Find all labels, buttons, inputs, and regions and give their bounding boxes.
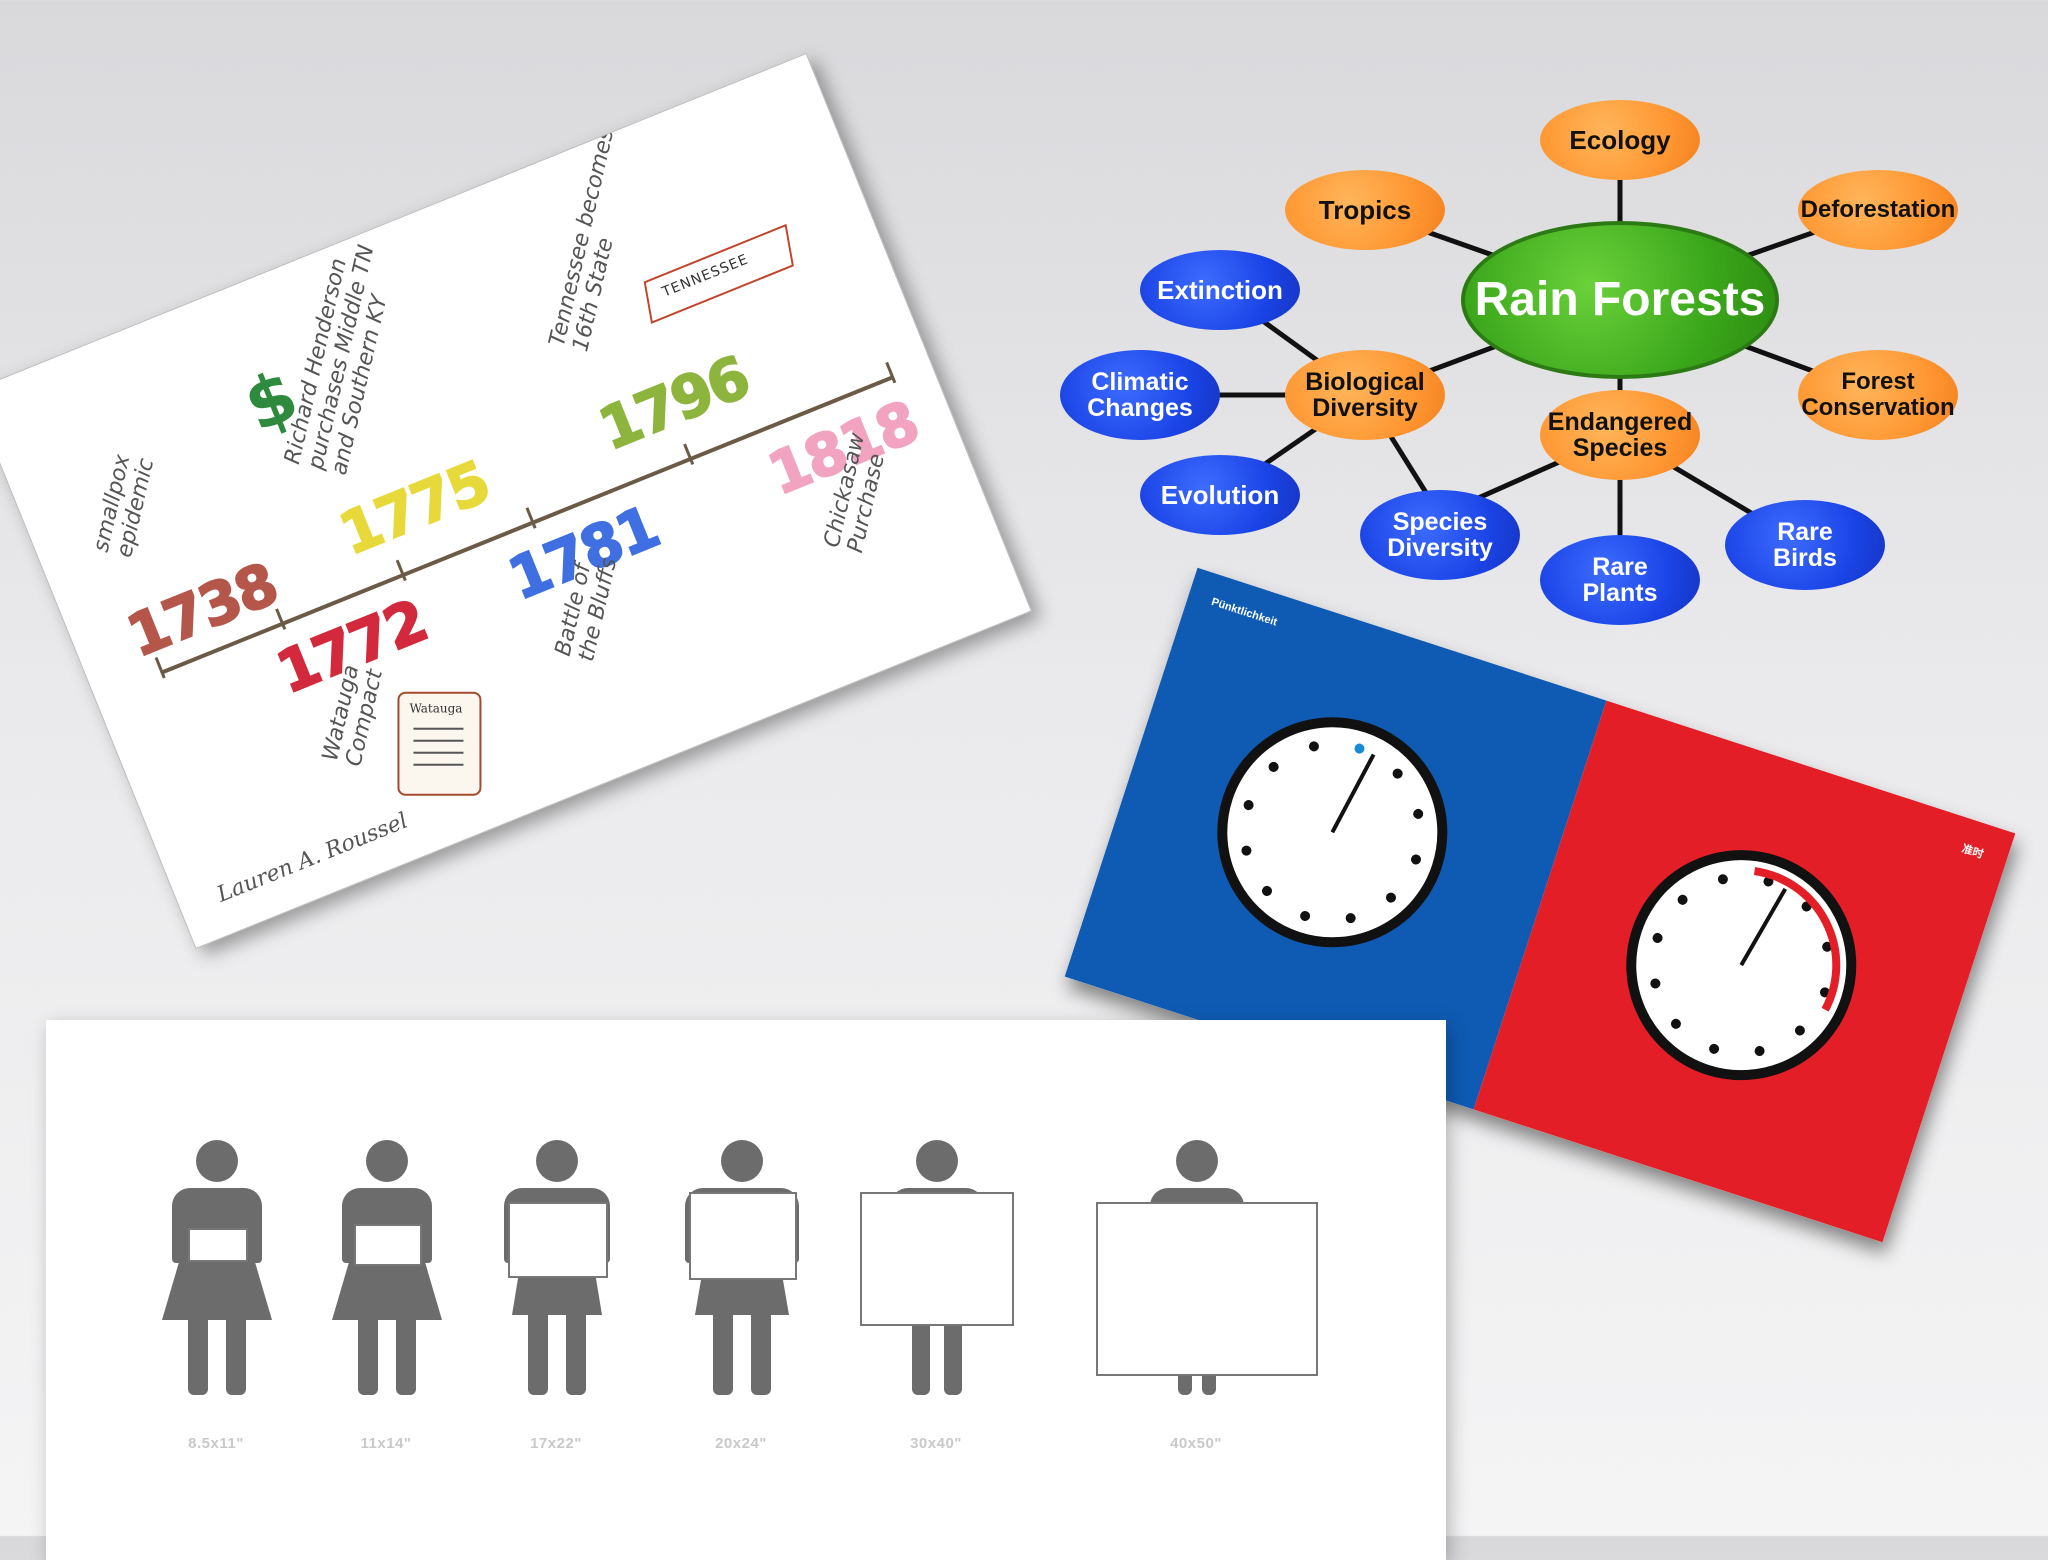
person-leg xyxy=(566,1315,586,1395)
person-leg xyxy=(528,1315,548,1395)
clock-face-left xyxy=(1187,687,1478,978)
clock-hour-dot xyxy=(1409,853,1423,866)
size-label: 8.5x11" xyxy=(188,1435,244,1452)
poster-sign xyxy=(1096,1202,1318,1376)
mindmap-node-deforestation: Deforestation xyxy=(1798,170,1958,250)
event-1738: smallpox epidemic xyxy=(88,452,160,560)
clock-comparison-card: Pünktlichkeit 准时 xyxy=(1064,567,2016,1243)
rainforest-mindmap: Rain Forests Ecology Tropics Deforestati… xyxy=(1040,90,1990,650)
size-label: 11x14" xyxy=(360,1435,412,1452)
scroll-icon: Watauga xyxy=(397,691,482,796)
mindmap-node-forest-conservation: Forest Conservation xyxy=(1798,350,1958,440)
person-leg xyxy=(713,1315,733,1395)
mindmap-center-rain-forests: Rain Forests xyxy=(1461,221,1779,379)
timeline-card: 1738 smallpox epidemic 1772 Watauga Comp… xyxy=(0,52,1032,950)
person-leg xyxy=(226,1315,246,1395)
clock-caption-right: 准时 xyxy=(1960,842,1985,862)
person-leg xyxy=(188,1315,208,1395)
scroll-line xyxy=(413,739,464,742)
clock-hour-dot xyxy=(1391,767,1405,780)
poster-sizes-card: 8.5x11" 11x14" 17x22" 20x24" xyxy=(46,1020,1446,1560)
size-label: 17x22" xyxy=(530,1435,582,1452)
mindmap-node-biological-diversity: Biological Diversity xyxy=(1285,350,1445,440)
clock-hand xyxy=(1330,753,1376,834)
size-label: 40x50" xyxy=(1170,1435,1222,1452)
scroll-line xyxy=(413,751,464,754)
person-leg xyxy=(358,1315,378,1395)
person-head xyxy=(536,1140,578,1182)
poster-sign xyxy=(689,1192,797,1280)
clock-hour-dot xyxy=(1260,884,1274,898)
clock-hour-dot xyxy=(1242,798,1255,812)
clock-face-right xyxy=(1596,820,1887,1111)
mindmap-node-tropics: Tropics xyxy=(1285,170,1445,250)
clock-hour-dot xyxy=(1353,742,1366,755)
mindmap-node-endangered-species: Endangered Species xyxy=(1540,390,1700,480)
clock-caption-left: Pünktlichkeit xyxy=(1209,595,1279,629)
clock-hour-dot xyxy=(1239,844,1253,857)
clock-panel-red: 准时 xyxy=(1473,700,2016,1243)
clock-hour-dot xyxy=(1344,912,1357,925)
dollar-icon: $ xyxy=(233,353,310,448)
person-head xyxy=(721,1140,763,1182)
poster-sign xyxy=(354,1224,422,1266)
mindmap-node-climatic-changes: Climatic Changes xyxy=(1060,350,1220,440)
person-leg xyxy=(751,1315,771,1395)
poster-sign xyxy=(860,1192,1014,1326)
person-leg xyxy=(396,1315,416,1395)
clock-hour-dot xyxy=(1307,739,1321,753)
size-label: 30x40" xyxy=(910,1435,962,1452)
year-1775: 1775 xyxy=(329,447,499,570)
person-head xyxy=(196,1140,238,1182)
person-head xyxy=(916,1140,958,1182)
year-1796: 1796 xyxy=(589,342,759,465)
size-label: 20x24" xyxy=(715,1435,767,1452)
mindmap-node-species-diversity: Species Diversity xyxy=(1360,490,1520,580)
mindmap-node-evolution: Evolution xyxy=(1140,455,1300,535)
scroll-title: Watauga xyxy=(409,701,463,716)
mindmap-node-extinction: Extinction xyxy=(1140,250,1300,330)
event-1775: Richard Henderson purchases Middle TN an… xyxy=(280,242,393,478)
clock-hour-dot xyxy=(1298,909,1312,923)
scroll-line xyxy=(413,763,464,766)
mindmap-node-rare-birds: Rare Birds xyxy=(1725,500,1885,590)
person-head xyxy=(366,1140,408,1182)
person-leg xyxy=(1178,1370,1192,1395)
timeline-signature: Lauren A. Roussel xyxy=(213,808,412,908)
clock-hour-dot xyxy=(1384,891,1398,904)
clock-hour-dot xyxy=(1267,760,1280,774)
clock-hour-dot xyxy=(1412,807,1425,821)
mindmap-node-rare-plants: Rare Plants xyxy=(1540,535,1700,625)
person-leg xyxy=(912,1315,930,1395)
person-head xyxy=(1176,1140,1218,1182)
person-leg xyxy=(1202,1370,1216,1395)
poster-sign xyxy=(508,1202,608,1278)
poster-sign xyxy=(188,1228,248,1262)
scroll-line xyxy=(413,727,464,730)
mindmap-node-ecology: Ecology xyxy=(1540,100,1700,180)
year-1738: 1738 xyxy=(117,549,287,672)
clock-late-arc-path xyxy=(1753,867,1841,1012)
person-leg xyxy=(944,1315,962,1395)
clock-late-arc xyxy=(1753,867,1841,1012)
event-1796: Tennessee becomes 16th State xyxy=(544,126,620,354)
